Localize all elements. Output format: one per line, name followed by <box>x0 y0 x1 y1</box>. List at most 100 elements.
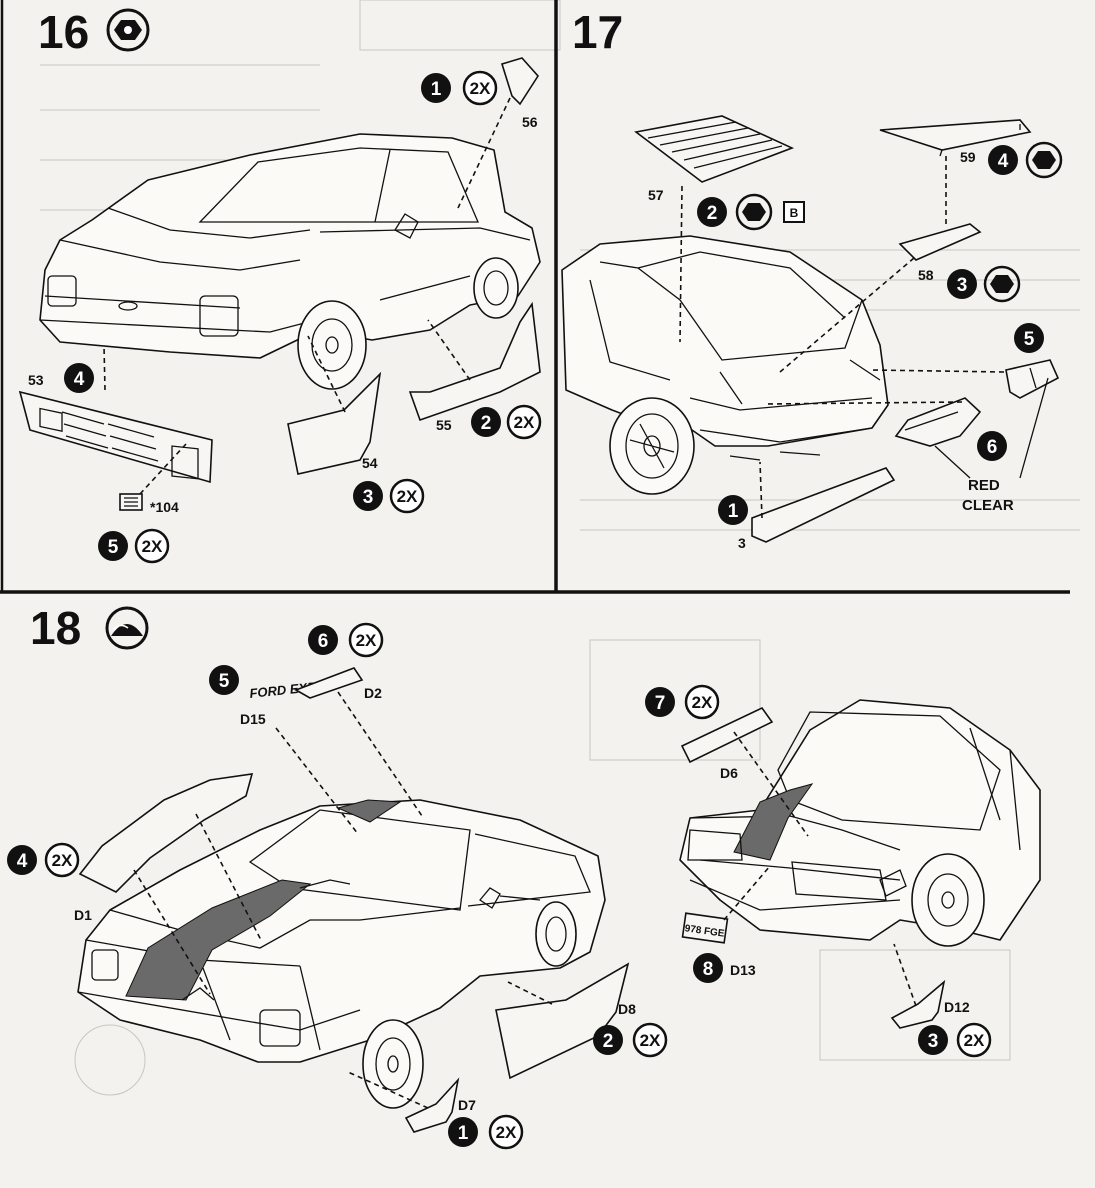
svg-text:2X: 2X <box>640 1031 661 1050</box>
svg-text:2: 2 <box>481 413 492 434</box>
cement-icon <box>735 193 773 231</box>
part-number: 59 <box>960 149 976 165</box>
svg-text:6: 6 <box>987 437 998 458</box>
part-number: 57 <box>648 187 664 203</box>
car-rear-decal-view <box>679 699 1041 947</box>
svg-text:4: 4 <box>17 851 28 872</box>
part-number: 3 <box>738 535 746 551</box>
svg-text:7: 7 <box>655 693 666 714</box>
callout-step17-4: 4 <box>988 141 1063 179</box>
callout-step18-1: 1 2X <box>448 1114 524 1150</box>
callout-step16-3: 3 2X <box>353 478 425 514</box>
panel-dividers <box>0 0 1070 594</box>
decal-d6: D6 <box>680 706 809 837</box>
svg-text:2X: 2X <box>397 487 418 506</box>
decal-number: D13 <box>730 962 756 978</box>
part-58-spoiler-base: 58 <box>779 223 982 373</box>
callout-step18-3: 3 2X <box>918 1022 992 1058</box>
svg-text:1: 1 <box>728 501 739 522</box>
decal-d12: D12 <box>890 943 970 1029</box>
badge-b <box>783 201 805 223</box>
svg-text:3: 3 <box>928 1031 939 1052</box>
callout-step17-5: 5 <box>1014 323 1044 353</box>
svg-text:2X: 2X <box>52 851 73 870</box>
svg-text:5: 5 <box>1024 329 1035 350</box>
callout-step17-2: 2 B <box>697 193 805 231</box>
part-56-mirror: 56 <box>457 57 540 209</box>
step-number: 17 <box>572 6 623 58</box>
part-104-emblem: *104 <box>119 443 187 515</box>
svg-text:2X: 2X <box>356 631 377 650</box>
part-57-rear-louvre: 57 <box>634 115 795 343</box>
part-number: 55 <box>436 417 452 433</box>
callout-step18-2: 2 2X <box>593 1022 668 1058</box>
svg-text:2X: 2X <box>964 1031 985 1050</box>
part-number: 53 <box>28 372 44 388</box>
red-label: RED <box>968 477 1000 494</box>
part-number: 56 <box>522 114 538 130</box>
svg-text:5: 5 <box>108 537 119 558</box>
cement-icon <box>983 265 1021 303</box>
part-55-rocker-panel: 55 <box>408 301 541 433</box>
callout-step16-4: 4 <box>64 363 94 393</box>
step-18-panel: 18 <box>7 602 1041 1150</box>
callout-step17-1: 1 <box>718 495 748 525</box>
cement-icon <box>1025 141 1063 179</box>
decal-d8: D8 <box>495 962 636 1080</box>
svg-text:3: 3 <box>957 275 968 296</box>
callout-step16-2: 2 2X <box>471 404 542 440</box>
decal-number: D1 <box>74 907 92 923</box>
callout-step18-6: 6 2X <box>308 622 384 658</box>
decal-number: D15 <box>240 711 266 727</box>
decal-number: D2 <box>364 685 382 701</box>
callout-step17-3: 3 <box>947 265 1021 303</box>
tail-lens-inner <box>765 377 1049 479</box>
svg-text:3: 3 <box>363 487 374 508</box>
svg-text:6: 6 <box>318 631 329 652</box>
callout-step16-1: 1 2X <box>421 70 498 106</box>
decal-d15: FORD EXP D15 <box>240 679 359 835</box>
svg-text:8: 8 <box>703 959 714 980</box>
svg-text:2: 2 <box>603 1031 614 1052</box>
svg-text:B: B <box>790 206 799 220</box>
callout-step18-4: 4 2X <box>7 842 80 878</box>
step-number: 16 <box>38 6 89 58</box>
decal-d2: D2 <box>294 667 423 817</box>
part-number: 58 <box>918 267 934 283</box>
cement-icon <box>106 8 150 52</box>
decal-d1: D1 <box>74 773 263 995</box>
decal-number: D6 <box>720 765 738 781</box>
car-front-decal-view <box>77 799 606 1109</box>
svg-text:2X: 2X <box>692 693 713 712</box>
callout-step18-5: 5 <box>209 665 239 695</box>
part-number: *104 <box>150 499 179 515</box>
part-54-mud-flap: 54 <box>287 335 382 475</box>
clear-label: CLEAR <box>962 497 1014 514</box>
part-number: 54 <box>362 455 378 471</box>
car-front-three-quarter <box>39 133 541 390</box>
svg-text:1: 1 <box>458 1123 469 1144</box>
callout-step18-8: 8 <box>693 953 723 983</box>
decal-number: D12 <box>944 999 970 1015</box>
decal-number: D7 <box>458 1097 476 1113</box>
step-17-panel: 17 57 2 <box>561 6 1063 551</box>
svg-text:4: 4 <box>998 151 1009 172</box>
part-3-rear-bumper: 3 <box>738 461 896 551</box>
svg-text:2X: 2X <box>142 537 163 556</box>
callout-step17-6: 6 <box>977 431 1007 461</box>
decal-number: D8 <box>618 1001 636 1017</box>
step-16-panel: 16 <box>18 6 542 564</box>
svg-text:2X: 2X <box>496 1123 517 1142</box>
svg-text:4: 4 <box>74 369 85 390</box>
decal-text: FORD EXP <box>249 679 317 701</box>
svg-text:5: 5 <box>219 671 230 692</box>
part-59-spoiler-top: 59 <box>879 119 1032 228</box>
decal-d7: D7 <box>347 1071 476 1133</box>
part-53-grille: 53 <box>18 345 213 484</box>
svg-text:2: 2 <box>707 203 718 224</box>
car-rear-three-quarter <box>561 235 889 495</box>
decal-d13-plate: 978 FGE D13 <box>681 865 771 978</box>
callout-step18-7: 7 2X <box>645 684 720 720</box>
